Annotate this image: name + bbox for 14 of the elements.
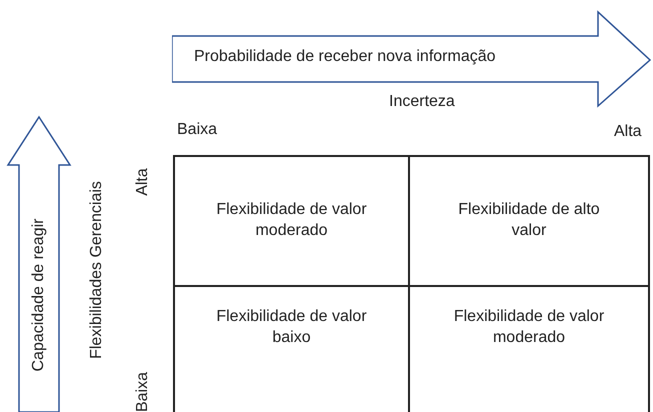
axis-label: Alta (134, 168, 152, 196)
arrow-label: Capacidade de reagir (30, 218, 48, 372)
axis-label: Baixa (134, 372, 152, 412)
arrow-label: Probabilidade de receber nova informação (194, 48, 496, 66)
cell-text: Flexibilidade de valor moderado (452, 306, 606, 348)
cell-text: Flexibilidade de valor moderado (215, 200, 368, 241)
axis-label: Baixa (177, 121, 218, 139)
cell-text: Flexibilidade de alto valor (457, 200, 601, 241)
matrix-cell (408, 155, 650, 287)
axis-label: Alta (614, 123, 642, 141)
axis-title: Flexibilidades Gerenciais (88, 181, 106, 359)
cell-text: Flexibilidade de valor baixo (215, 306, 368, 348)
matrix-cell (173, 155, 410, 287)
axis-title: Incerteza (389, 93, 455, 111)
